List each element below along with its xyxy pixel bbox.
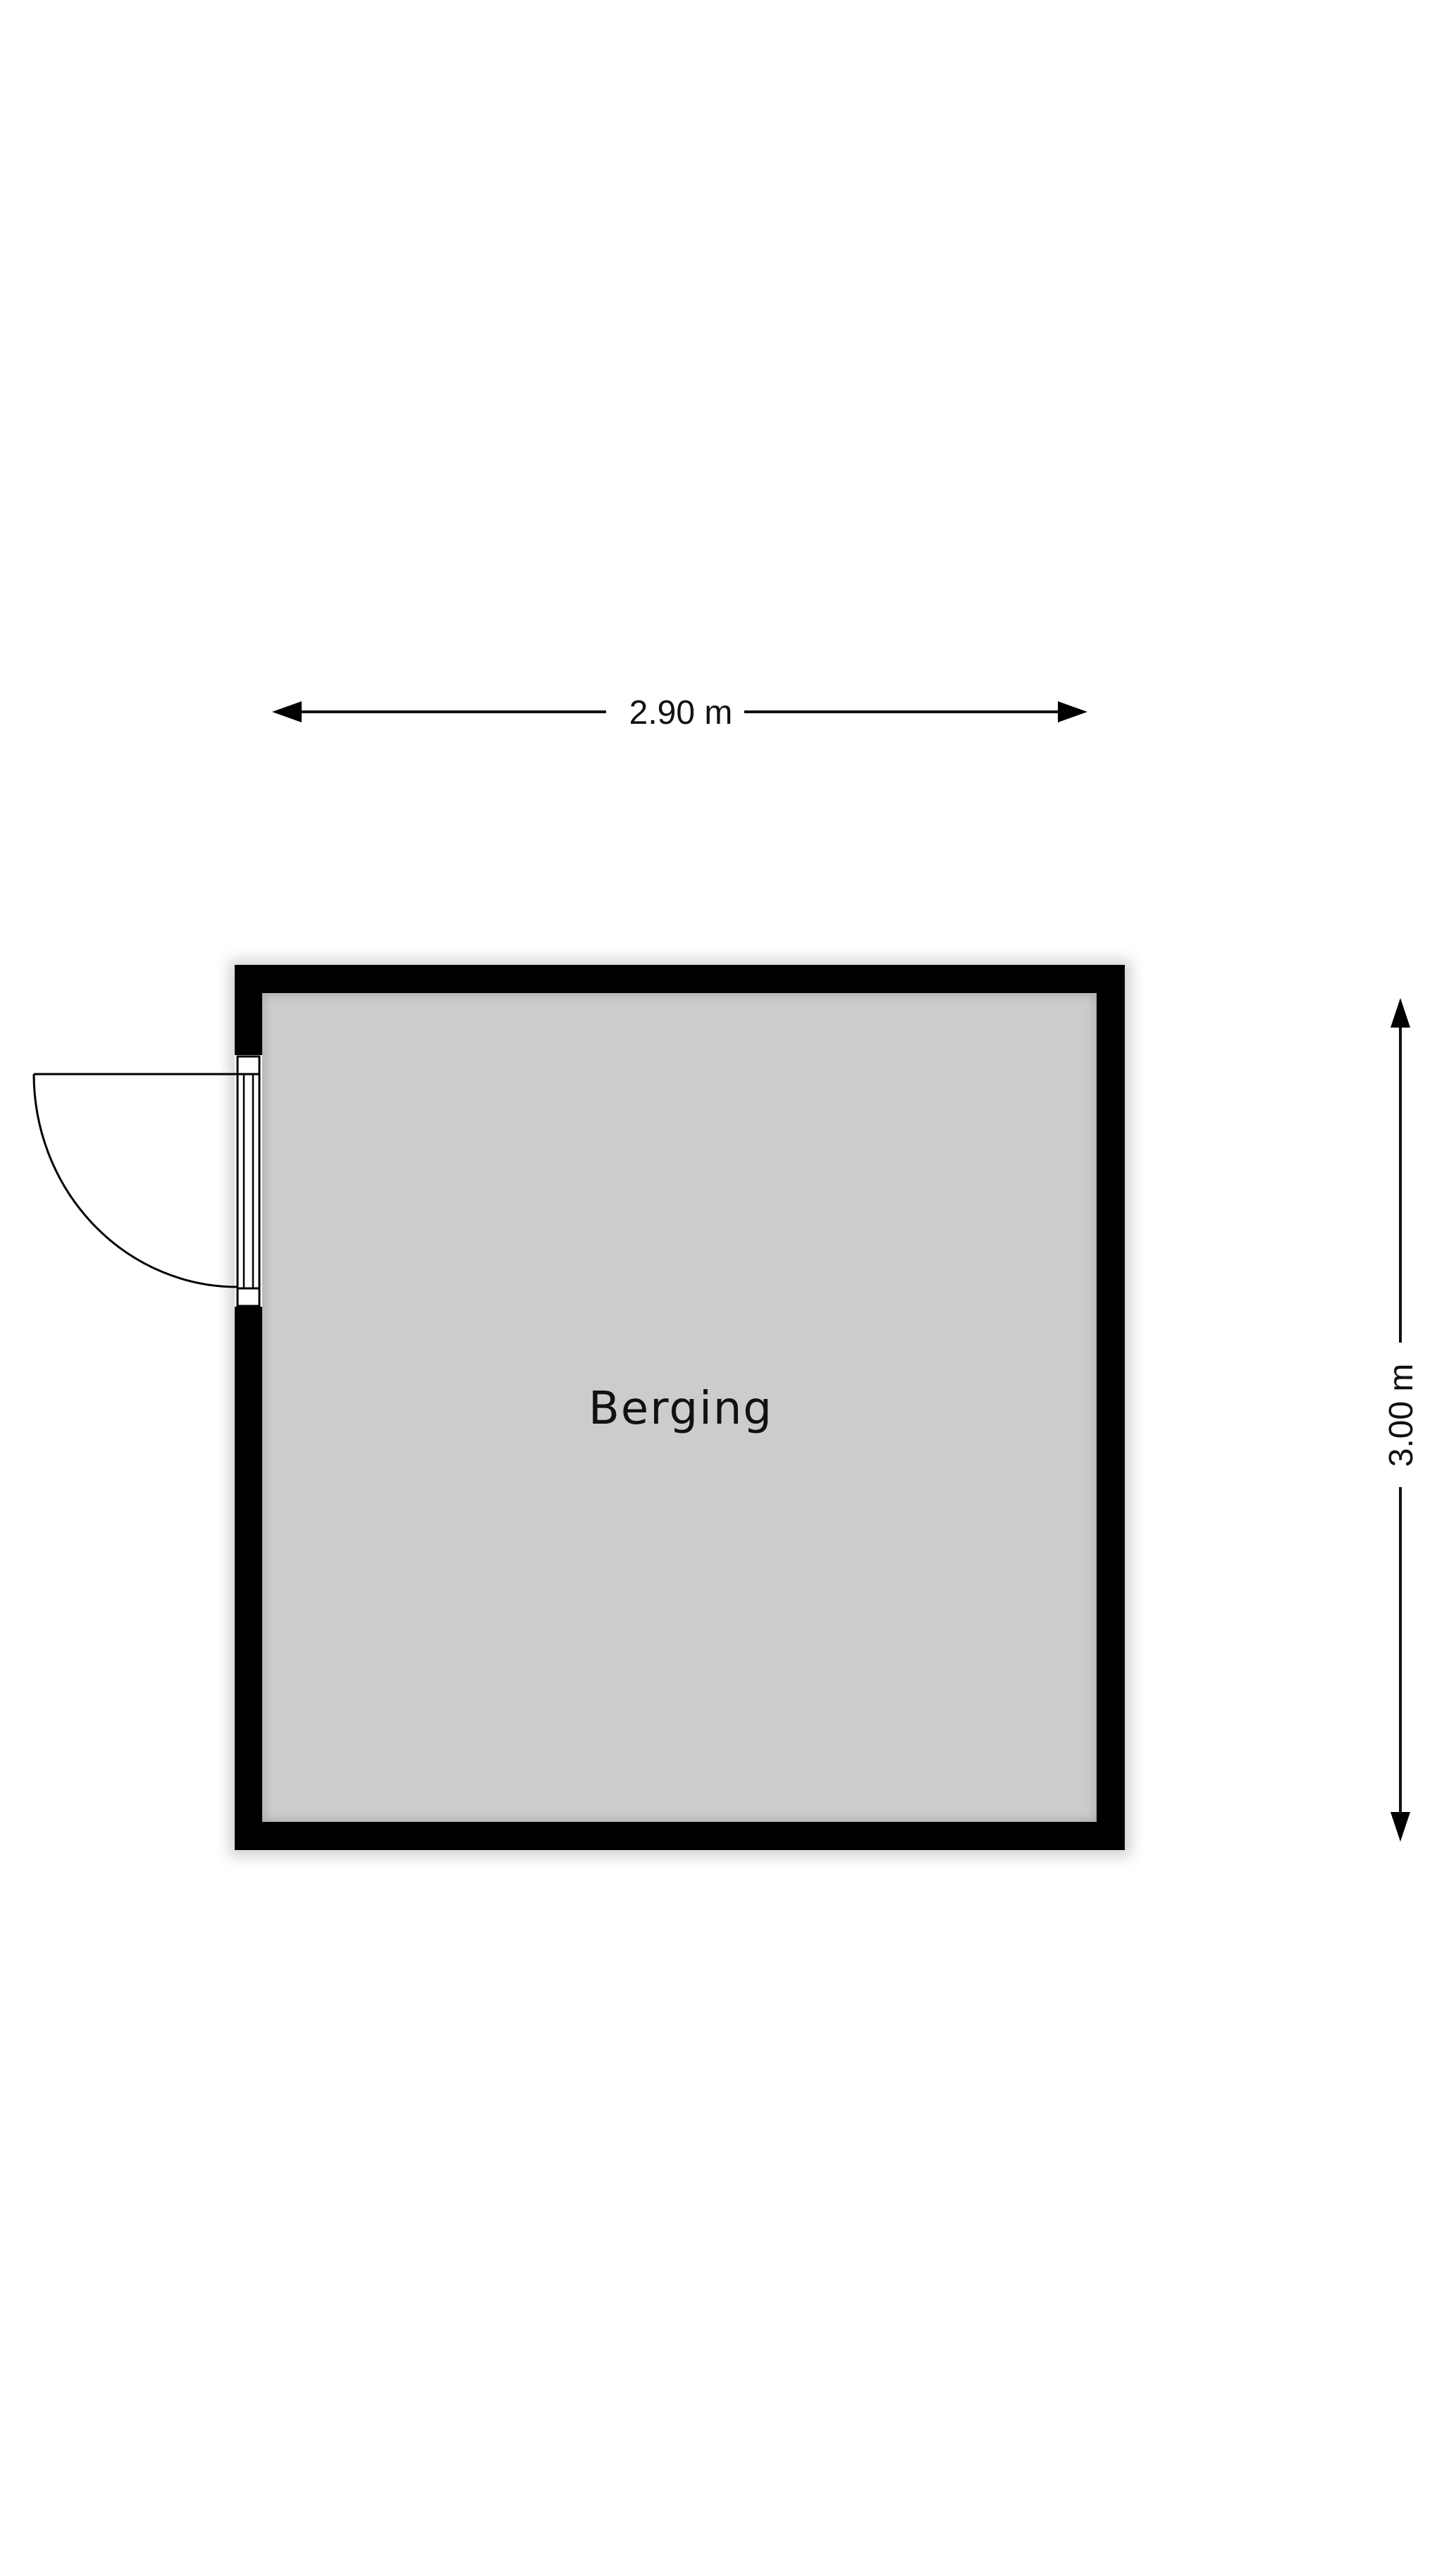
arrow-right-icon [1058,701,1087,722]
height-dimension: 3.00 m [1383,998,1420,1842]
door-jamb-bottom [236,1287,261,1307]
door-opening [235,1055,262,1307]
arrow-up-icon [1391,998,1410,1028]
room-label: Berging [588,1383,773,1435]
room-floor [262,993,1097,1822]
door[interactable] [32,1055,262,1307]
arrow-down-icon [1391,1812,1410,1842]
door-jamb-top [236,1055,261,1076]
width-dimension: 2.90 m [272,694,1087,732]
door-swing-arc [32,1073,238,1288]
height-label: 3.00 m [1383,1364,1420,1467]
width-label: 2.90 m [629,694,733,732]
arrow-left-icon [272,701,302,722]
room-berging[interactable]: Berging [235,965,1125,1850]
